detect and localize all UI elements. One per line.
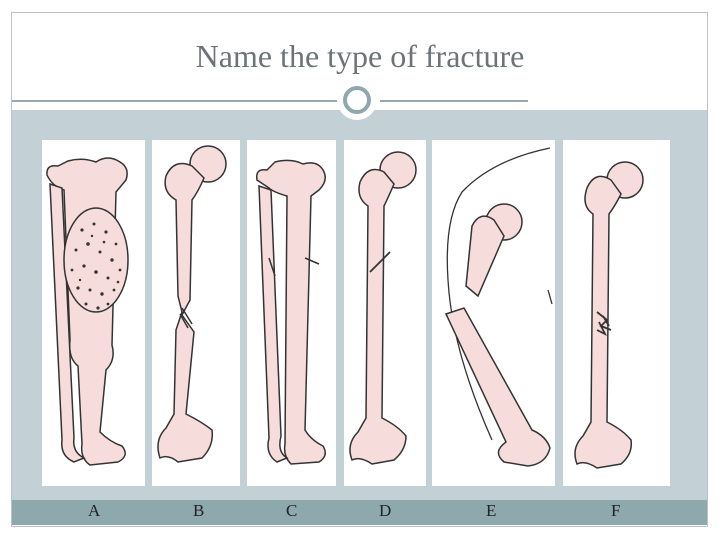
dense-speckle-pattern — [70, 222, 122, 310]
spiral-fracture-line — [179, 307, 193, 329]
bone-illustration-a — [46, 157, 129, 466]
title-rule-right — [380, 100, 528, 102]
slide-title: Name the type of fracture — [195, 38, 525, 74]
bone-illustration-c — [255, 159, 326, 465]
ring-ornament-icon — [337, 80, 377, 120]
fracture-panel-b — [152, 140, 240, 486]
label-d: D — [379, 501, 392, 520]
bone-illustration-d — [349, 151, 417, 465]
label-a: A — [88, 501, 101, 520]
label-e: E — [486, 501, 497, 520]
bone-illustration-e — [444, 147, 553, 467]
fracture-panel-a — [42, 140, 145, 486]
fracture-panel-f — [563, 140, 670, 486]
greenstick-fracture-line — [268, 257, 320, 277]
slide-frame — [11, 12, 708, 527]
fracture-panel-e — [432, 140, 555, 486]
label-c: C — [286, 501, 298, 520]
fracture-panel-c — [247, 140, 336, 486]
oblique-fracture-line — [369, 251, 391, 273]
bone-illustration-f — [574, 161, 644, 469]
label-b: B — [193, 501, 205, 520]
label-f: F — [611, 501, 621, 520]
title-rule-left — [12, 100, 340, 102]
fracture-panel-d — [344, 140, 426, 486]
bone-illustration-b — [157, 145, 227, 463]
footer-band — [12, 500, 707, 525]
comminuted-fracture-line — [596, 311, 612, 337]
skin-outline — [446, 147, 551, 441]
